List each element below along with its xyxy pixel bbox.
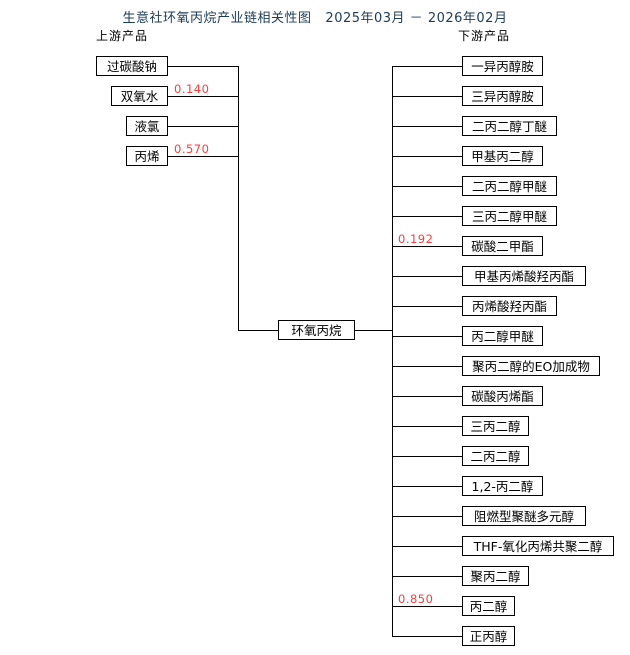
downstream-connector-20 [392,636,462,637]
downstream-connector-13 [392,426,462,427]
downstream-node-3[interactable]: 二丙二醇丁醚 [462,116,557,136]
upstream-node-3[interactable]: 液氯 [126,116,168,136]
downstream-column-header: 下游产品 [458,29,511,43]
page-title: 生意社环氧丙烷产业链相关性图 2025年03月 － 2026年02月 [122,11,508,26]
downstream-node-6[interactable]: 三丙二醇甲醚 [462,206,557,226]
downstream-connector-16 [392,516,462,517]
downstream-connector-9 [392,306,462,307]
downstream-connector-10 [392,336,462,337]
center-node-propylene-oxide[interactable]: 环氧丙烷 [278,320,355,340]
downstream-connector-11 [392,366,462,367]
downstream-node-10[interactable]: 丙二醇甲醚 [462,326,543,346]
downstream-connector-14 [392,456,462,457]
downstream-node-14[interactable]: 二丙二醇 [462,446,529,466]
downstream-connector-8 [392,276,462,277]
downstream-node-8[interactable]: 甲基丙烯酸羟丙酯 [462,266,586,286]
upstream-node-1[interactable]: 过碳酸钠 [96,56,168,76]
downstream-connector-1 [392,66,462,67]
upstream-connector-3 [168,126,238,127]
upstream-correlation-4: 0.570 [174,142,210,156]
upstream-connector-4 [168,156,238,157]
downstream-connector-12 [392,396,462,397]
downstream-connector-2 [392,96,462,97]
downstream-node-11[interactable]: 聚丙二醇的EO加成物 [462,356,600,376]
downstream-connector-19 [392,606,462,607]
upstream-node-4[interactable]: 丙烯 [126,146,168,166]
downstream-connector-5 [392,186,462,187]
upstream-node-2[interactable]: 双氧水 [111,86,168,106]
downstream-node-4[interactable]: 甲基丙二醇 [462,146,543,166]
downstream-connector-3 [392,126,462,127]
downstream-connector-15 [392,486,462,487]
upstream-correlation-2: 0.140 [174,82,210,96]
downstream-node-13[interactable]: 三丙二醇 [462,416,529,436]
downstream-connector-7 [392,246,462,247]
upstream-column-header: 上游产品 [96,29,149,43]
downstream-node-12[interactable]: 碳酸丙烯酯 [462,386,543,406]
downstream-connector-6 [392,216,462,217]
downstream-node-17[interactable]: THF-氧化丙烯共聚二醇 [462,536,614,556]
downstream-connector-4 [392,156,462,157]
downstream-node-18[interactable]: 聚丙二醇 [462,566,529,586]
downstream-node-1[interactable]: 一异丙醇胺 [462,56,543,76]
upstream-connector-2 [168,96,238,97]
downstream-correlation-7: 0.192 [398,232,434,246]
downstream-node-16[interactable]: 阻燃型聚醚多元醇 [462,506,586,526]
downstream-node-7[interactable]: 碳酸二甲酯 [462,236,543,256]
downstream-node-20[interactable]: 正丙醇 [462,626,515,646]
center-to-downstream-connector [355,330,392,331]
downstream-correlation-19: 0.850 [398,592,434,606]
upstream-to-center-connector [238,330,278,331]
upstream-connector-1 [168,66,238,67]
downstream-spine [392,66,393,636]
downstream-node-5[interactable]: 二丙二醇甲醚 [462,176,557,196]
downstream-node-9[interactable]: 丙烯酸羟丙酯 [462,296,557,316]
downstream-connector-17 [392,546,462,547]
downstream-node-2[interactable]: 三异丙醇胺 [462,86,543,106]
downstream-node-19[interactable]: 丙二醇 [462,596,515,616]
upstream-spine [238,66,239,330]
downstream-connector-18 [392,576,462,577]
downstream-node-15[interactable]: 1,2-丙二醇 [462,476,543,496]
